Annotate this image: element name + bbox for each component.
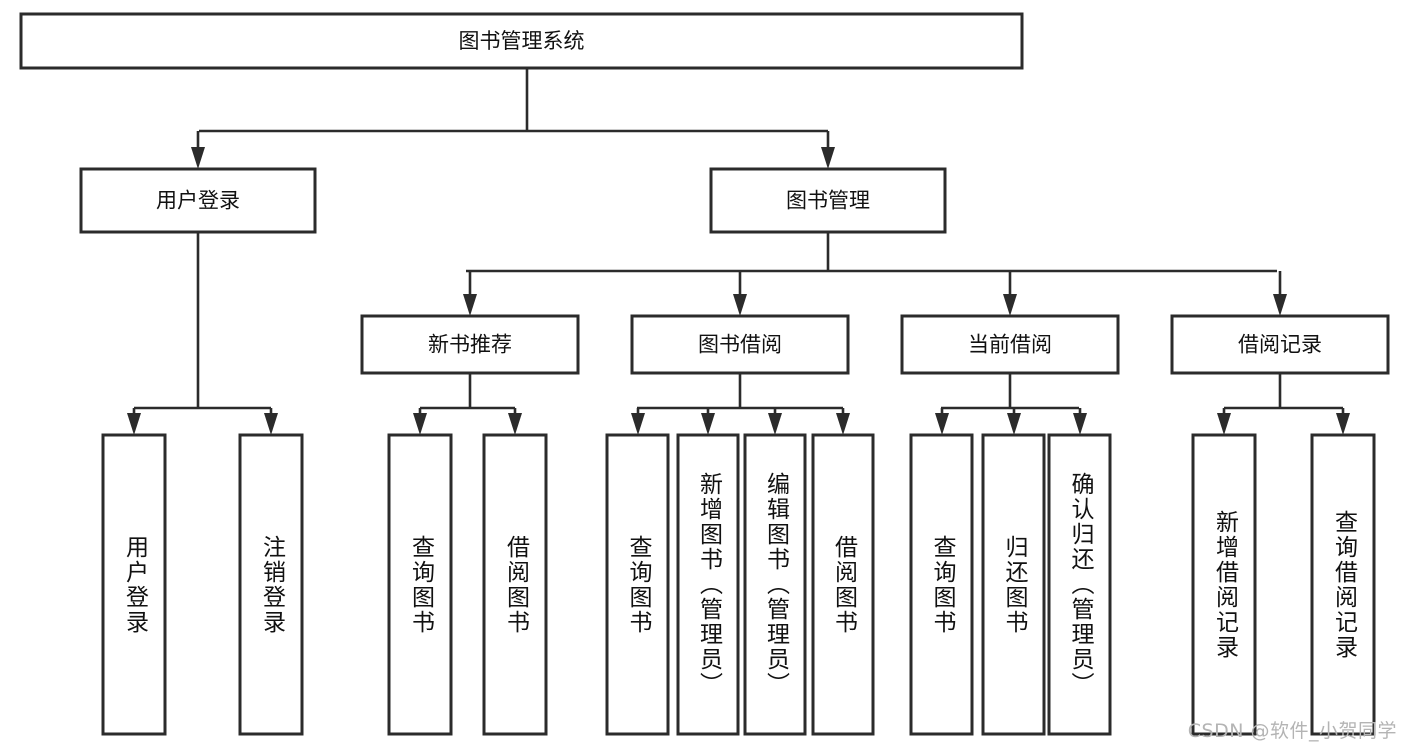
node-box[interactable] [709,167,947,234]
edge-arrowhead [733,294,747,316]
connector-bus-root [199,68,828,133]
node-label: 图书借阅 [698,333,782,357]
edges-layer [127,68,1350,435]
drops-borrow-record [1217,408,1350,435]
node-leaf-query-book-2[interactable] [605,433,670,736]
node-box[interactable] [1170,314,1390,375]
connector-bus-new-book [420,373,515,410]
edge-arrowhead [1217,413,1231,435]
node-box[interactable] [981,433,1046,736]
node-box[interactable] [676,433,740,736]
edge-arrowhead [1073,413,1087,435]
edge-arrowhead [836,413,850,435]
node-book-manage[interactable]: 图书管理 [709,167,947,234]
edge-arrowhead [631,413,645,435]
node-user-login[interactable]: 用户登录 [79,167,317,234]
node-box[interactable] [743,433,807,736]
drops-current-borrow [935,408,1087,435]
drops-book-borrow [631,408,850,435]
node-box[interactable] [360,314,580,375]
edge-arrowhead [1003,294,1017,316]
edge-arrowhead [1273,294,1287,316]
node-leaf-query-book-1[interactable] [387,433,453,736]
node-leaf-return-book[interactable] [981,433,1046,736]
edge-arrowhead [701,413,715,435]
watermark-text: CSDN @软件_小贺同学 [1187,720,1397,742]
node-label: 图书管理系统 [459,29,585,53]
edge-arrowhead [768,413,782,435]
node-label: 新书推荐 [428,333,512,357]
connector-bus-current-borrow [941,373,1079,410]
connector-bus-borrow-record [1224,373,1343,410]
node-box[interactable] [1310,433,1376,736]
node-box[interactable] [101,433,167,736]
edge-arrowhead [935,413,949,435]
node-box[interactable] [79,167,317,234]
node-book-borrow[interactable]: 图书借阅 [630,314,850,375]
node-leaf-borrow-book-2[interactable] [811,433,875,736]
edge-arrowhead [1007,413,1021,435]
node-box[interactable] [238,433,304,736]
node-leaf-user-login[interactable] [101,433,167,736]
edge-arrowhead [264,413,278,435]
node-leaf-add-borrow-record[interactable] [1191,433,1257,736]
node-leaf-borrow-book-1[interactable] [482,433,548,736]
node-box[interactable] [19,12,1024,70]
node-box[interactable] [1191,433,1257,736]
node-leaf-logout-login[interactable] [238,433,304,736]
edge-arrowhead [413,413,427,435]
node-leaf-add-book-admin[interactable] [676,433,740,736]
node-box[interactable] [630,314,850,375]
node-box[interactable] [909,433,974,736]
node-box[interactable] [811,433,875,736]
node-leaf-confirm-return-admin[interactable] [1047,433,1112,736]
node-box[interactable] [387,433,453,736]
drops-new-book-recommend [413,408,522,435]
drops-user-login [127,408,278,435]
node-label: 借阅记录 [1238,333,1322,357]
edge-arrowhead [191,147,205,169]
connector-bus-book-borrow [637,373,843,410]
drops-root [191,131,835,169]
drops-book-manage [463,271,1287,316]
edge-arrowhead [127,413,141,435]
node-root[interactable]: 图书管理系统 [19,12,1024,70]
edge-arrowhead [508,413,522,435]
node-new-book-recommend[interactable]: 新书推荐 [360,314,580,375]
connector-bus-user-login [134,232,271,410]
connector-bus-book-manage [466,232,1277,273]
node-label: 图书管理 [786,189,870,213]
edge-arrowhead [463,294,477,316]
edge-arrowhead [1336,413,1350,435]
node-leaf-query-book-3[interactable] [909,433,974,736]
node-box[interactable] [1047,433,1112,736]
node-label: 当前借阅 [968,333,1052,357]
node-current-borrow[interactable]: 当前借阅 [900,314,1120,375]
node-label: 用户登录 [156,189,240,213]
node-borrow-record[interactable]: 借阅记录 [1170,314,1390,375]
node-box[interactable] [900,314,1120,375]
edge-arrowhead [821,147,835,169]
node-leaf-edit-book-admin[interactable] [743,433,807,736]
node-box[interactable] [605,433,670,736]
node-leaf-query-borrow-record[interactable] [1310,433,1376,736]
node-box[interactable] [482,433,548,736]
